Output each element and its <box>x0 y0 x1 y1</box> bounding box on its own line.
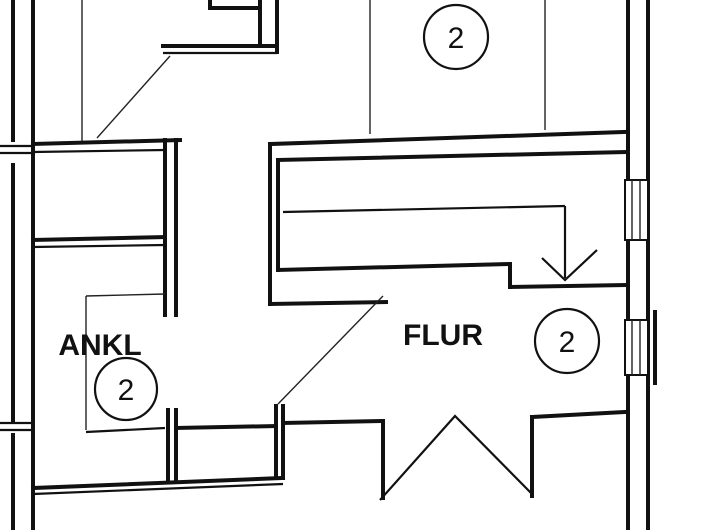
bottom-walls <box>30 404 628 500</box>
ankl-label: ANKL <box>58 329 141 362</box>
flur-room-number: 2 <box>533 307 601 375</box>
stair-walls <box>267 142 628 307</box>
svg-text:FLUR: FLUR <box>403 319 483 352</box>
svg-text:2: 2 <box>118 374 135 407</box>
svg-text:2: 2 <box>448 22 465 55</box>
svg-text:2: 2 <box>559 326 576 359</box>
flur-label: FLUR <box>403 319 483 352</box>
door-swing-line <box>277 295 384 405</box>
top-right-room-walls <box>267 0 628 147</box>
svg-text:ANKL: ANKL <box>58 329 141 362</box>
double-door-swing <box>379 414 533 501</box>
top-room-number: 2 <box>422 3 490 71</box>
left-exterior-wall <box>0 0 35 530</box>
top-left-walls <box>81 0 279 142</box>
ankl-room-number: 2 <box>93 356 159 422</box>
right-exterior-wall <box>626 0 650 530</box>
right-window-lower <box>624 310 657 385</box>
left-room-walls <box>30 137 183 434</box>
right-window-upper <box>624 179 649 241</box>
